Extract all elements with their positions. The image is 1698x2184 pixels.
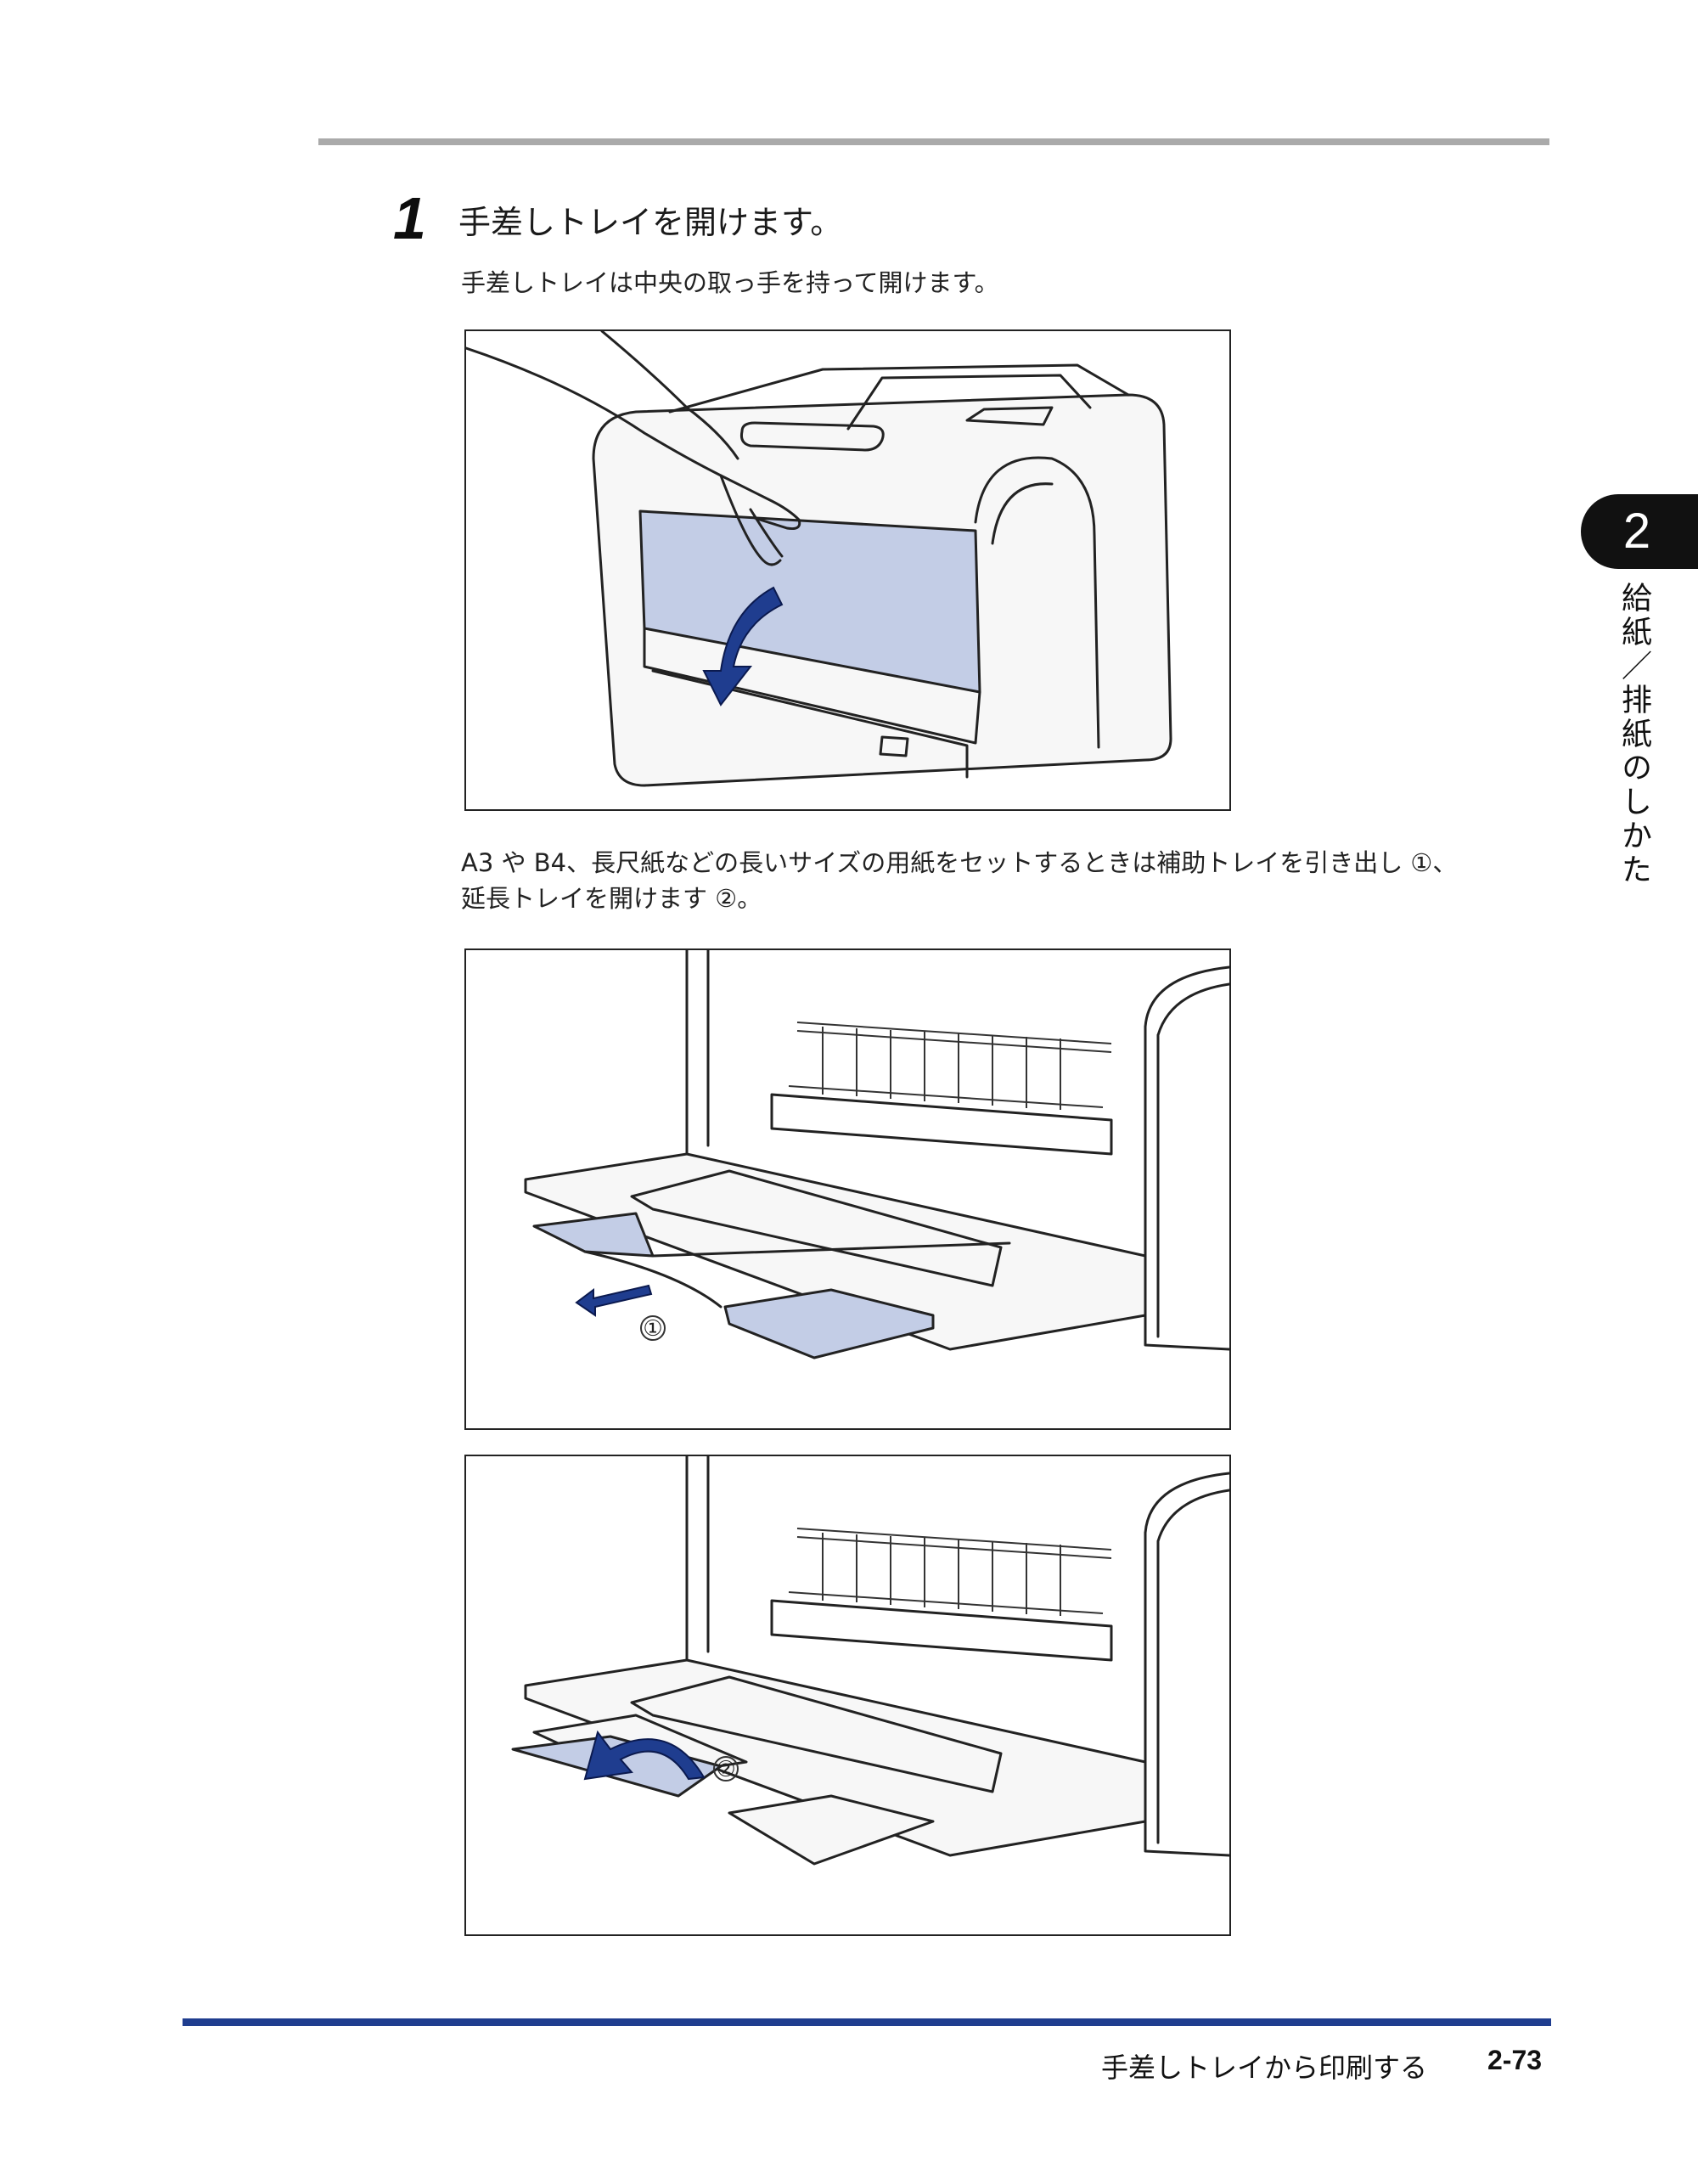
printer-illustration-3: ② <box>511 1456 1229 1866</box>
auxiliary-tray-right <box>723 1288 935 1359</box>
step-number: 1 <box>393 185 426 251</box>
flip-arrow <box>583 1730 706 1781</box>
figure-auxiliary-tray: ① <box>464 948 1231 1430</box>
instruction-text-1: 手差しトレイは中央の取っ手を持って開けます。 <box>461 268 999 297</box>
top-divider <box>318 138 1549 145</box>
printer-illustration-2: ① <box>524 950 1229 1359</box>
figure-extension-tray: ② <box>464 1455 1231 1936</box>
printer-illustration-1 <box>466 331 1172 787</box>
callout-marker-2 <box>713 1756 739 1782</box>
callout-marker-1 <box>640 1315 666 1341</box>
chapter-title: 給紙／排紙のしかた <box>1616 582 1651 887</box>
footer-divider <box>183 2018 1551 2026</box>
figure-open-tray <box>464 329 1231 811</box>
auxiliary-tray-left <box>532 1212 655 1258</box>
callout-1: ① <box>643 1316 662 1342</box>
footer-section-title: 手差しトレイから印刷する <box>1101 2052 1428 2084</box>
instruction-text-2-line2: 延長トレイを開けます ②。 <box>461 884 762 914</box>
open-direction-arrow <box>702 586 784 706</box>
chapter-number: 2 <box>1622 504 1651 559</box>
page-number: 2-73 <box>1487 2045 1543 2075</box>
step-title: 手差しトレイを開けます。 <box>458 204 843 241</box>
instruction-text-2-line1: A3 や B4、長尺紙などの長いサイズの用紙をセットするときは補助トレイを引き出… <box>461 848 1458 877</box>
pull-out-arrow <box>575 1284 653 1317</box>
callout-2: ② <box>716 1757 735 1782</box>
instruction-text-2: A3 や B4、長尺紙などの長いサイズの用紙をセットするときは補助トレイを引き出… <box>461 845 1565 916</box>
chapter-tab <box>1581 494 1698 569</box>
